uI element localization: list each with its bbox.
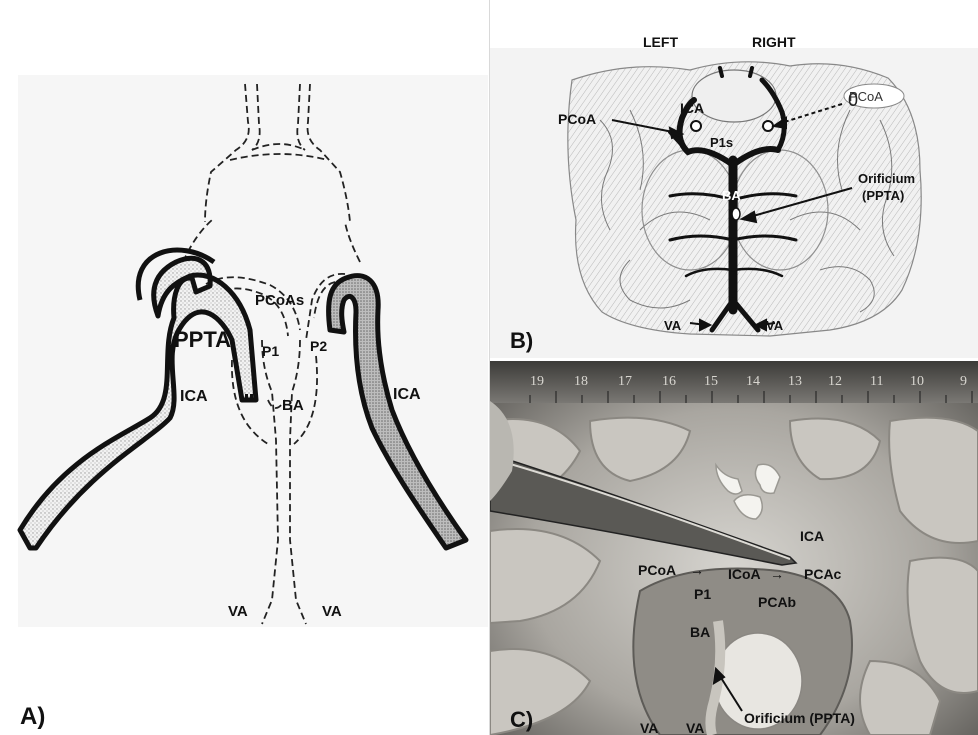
ruler-number: 11 (870, 374, 883, 389)
ruler-number: 19 (530, 374, 544, 389)
pcoa-arrow: → (690, 562, 704, 578)
pcoa-right-label: PCoA (849, 89, 883, 104)
pcoa-label: PCoA (638, 562, 676, 578)
p1-label: P1 (262, 343, 279, 359)
ruler-number: 15 (704, 374, 718, 389)
va-left-label: VA (228, 603, 248, 620)
va-left-label: VA (664, 318, 682, 333)
panel-b-drawing: 0 LEFT RIGHT PCoA PCoA ICA P1s BA Orific… (490, 0, 978, 358)
panel-b-letter: B) (510, 328, 533, 353)
ruler-number: 13 (788, 374, 802, 389)
ppta-label: PPTA (174, 327, 231, 352)
ica-label: ICA (800, 528, 824, 544)
left-label: LEFT (643, 34, 678, 50)
ba-label: BA (282, 397, 304, 414)
ruler-number: 10 (910, 374, 924, 389)
ppta-label: (PPTA) (862, 188, 904, 203)
ruler (490, 361, 978, 403)
ruler-number: 17 (618, 374, 632, 389)
va-left-label: VA (640, 720, 658, 735)
panel-a-letter: A) (20, 703, 45, 730)
orificium-label: Orificium (858, 171, 915, 186)
icoa-label: ICoA (728, 566, 761, 582)
ica-label: ICA (680, 100, 704, 116)
p1-label: P1 (694, 586, 711, 602)
va-right-label: VA (686, 720, 704, 735)
pcab-label: PCAb (758, 594, 796, 610)
ica-right-label: ICA (393, 386, 421, 403)
p2-label: P2 (310, 338, 327, 354)
panel-b-illustration: 0 LEFT RIGHT PCoA PCoA ICA P1s BA Orific… (490, 0, 978, 358)
orificium-label: Orificium (PPTA) (744, 710, 855, 726)
panel-a-drawing: PCoAs PPTA P1 P2 BA ICA ICA VA VA A) (0, 0, 489, 735)
ruler-number: 12 (828, 374, 842, 389)
right-label: RIGHT (752, 34, 796, 50)
panel-c-photograph: 19 18 17 16 15 14 13 12 11 10 9 (490, 361, 978, 735)
ba-label: BA (690, 624, 710, 640)
ruler-number: 16 (662, 374, 676, 389)
ba-label: BA (722, 188, 741, 203)
icoa-arrow: → (770, 566, 784, 582)
chiasm-outline (692, 70, 776, 122)
panel-c-letter: C) (510, 707, 533, 732)
ruler-number: 18 (574, 374, 588, 389)
pcac-label: PCAc (804, 566, 842, 582)
pcoa-left-label: PCoA (558, 111, 596, 127)
va-right-label: VA (322, 603, 342, 620)
va-right-label: VA (766, 318, 784, 333)
ruler-number: 14 (746, 374, 760, 389)
ica-left-label: ICA (180, 388, 208, 405)
p1s-label: P1s (710, 135, 733, 150)
ruler-number: 9 (960, 374, 967, 389)
panel-a-schematic: PCoAs PPTA P1 P2 BA ICA ICA VA VA A) (0, 0, 490, 735)
panel-c-drawing: 19 18 17 16 15 14 13 12 11 10 9 (490, 361, 978, 735)
pcoas-label: PCoAs (255, 292, 304, 309)
